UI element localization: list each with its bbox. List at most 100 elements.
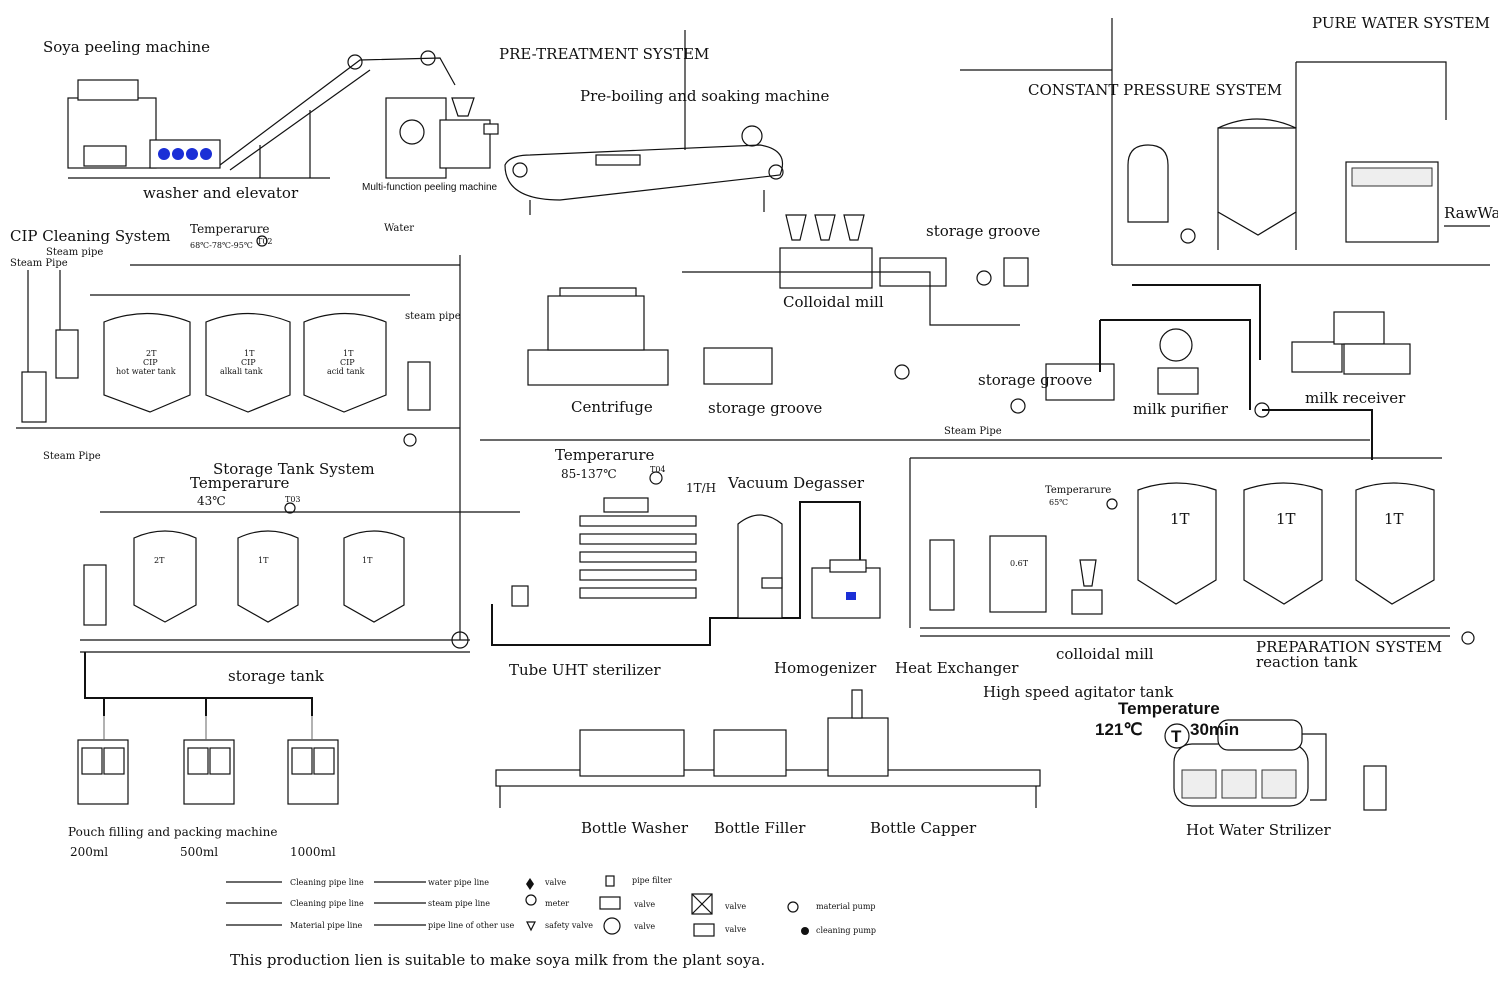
label-st-2t: 2T <box>154 556 165 565</box>
legend-meter: meter <box>545 899 570 908</box>
label-water: Water <box>384 223 415 234</box>
legend-valve-5: valve <box>725 925 747 934</box>
safety-valve-icon <box>526 921 536 932</box>
valve-icon <box>526 878 534 890</box>
label-pre-treatment: PRE-TREATMENT SYSTEM <box>499 45 710 63</box>
label-cip-1t-a: 1T <box>244 349 255 358</box>
legend-cleaning-pipe-2: Cleaning pipe line <box>290 899 364 908</box>
label-acid-tank: acid tank <box>327 367 365 376</box>
label-milk-purifier: milk purifier <box>1133 400 1228 418</box>
legend-valve-2: valve <box>634 900 656 909</box>
legend-steam-pipe: steam pipe line <box>428 899 491 908</box>
label-washer-elevator: washer and elevator <box>143 184 299 202</box>
label-storage-groove-top: storage groove <box>926 222 1041 240</box>
label-st-1t-a: 1T <box>258 556 269 565</box>
label-cip-temp: Temperarure <box>190 222 270 236</box>
label-hws-t: T <box>1171 727 1182 746</box>
legend-valve-3: valve <box>634 922 656 931</box>
valve-cross-icon <box>691 893 713 915</box>
vacuum-degasser <box>737 514 783 619</box>
label-prep-1t-b: 1T <box>1276 510 1296 528</box>
label-hws-time: 30min <box>1190 720 1240 739</box>
label-storage-groove-right: storage groove <box>978 371 1093 389</box>
label-heat-exchanger: Heat Exchanger <box>895 659 1019 677</box>
footer-note: This production lien is suitable to make… <box>230 951 766 969</box>
bottle-line <box>495 689 1041 808</box>
label-reaction-tank: reaction tank <box>1256 653 1358 671</box>
label-storage-temp: Temperarure <box>190 474 290 492</box>
label-cip-1t-b: 1T <box>343 349 354 358</box>
legend-lines <box>226 881 426 926</box>
milk-purifier-receiver <box>1010 284 1411 460</box>
label-soya-peeling: Soya peeling machine <box>43 38 211 56</box>
valve-box-icon <box>599 896 621 910</box>
label-pouch-filling: Pouch filling and packing machine <box>68 825 278 839</box>
multi-function-peeling-machine <box>385 97 499 179</box>
label-bottle-washer: Bottle Washer <box>581 819 689 837</box>
label-pre-boiling: Pre-boiling and soaking machine <box>580 87 830 105</box>
label-vacuum-degasser: Vacuum Degasser <box>728 474 865 492</box>
valve-round-icon <box>603 917 621 935</box>
legend-cleaning-pump: cleaning pump <box>816 926 877 935</box>
label-steam-pipe-a: Steam pipe <box>46 247 104 258</box>
label-pure-water: PURE WATER SYSTEM <box>1312 14 1490 32</box>
label-storage-tank: storage tank <box>228 667 324 685</box>
label-prep-system: PREPARATION SYSTEM <box>1256 638 1443 656</box>
label-st-1t-b: 1T <box>362 556 373 565</box>
label-colloidal-mill-top: Colloidal mill <box>783 293 884 311</box>
constant-pressure-tanks <box>960 18 1490 266</box>
label-cip-temp-range: 68℃-78℃-95℃ <box>190 241 253 250</box>
legend-valve-4: valve <box>725 902 747 911</box>
label-colloidal-mill-low: colloidal mill <box>1056 645 1154 663</box>
hot-water-sterilizer <box>1164 719 1387 811</box>
label-prep-temp-val: 65℃ <box>1049 498 1069 507</box>
label-alkali-tank: alkali tank <box>220 367 263 376</box>
label-hws-temperature: Temperature <box>1118 699 1220 718</box>
legend-water-pipe: water pipe line <box>428 878 490 887</box>
label-cip-2t: 2T <box>146 349 157 358</box>
label-uht-rate: 1T/H <box>686 481 717 495</box>
cleaning-pump-icon <box>801 927 809 935</box>
label-bottle-filler: Bottle Filler <box>714 819 806 837</box>
preparation-system <box>480 439 1475 645</box>
heat-exchanger <box>929 539 955 611</box>
label-milk-receiver: milk receiver <box>1305 389 1406 407</box>
centrifuge-unit <box>527 271 1020 386</box>
colloidal-mill-top <box>779 214 1029 289</box>
label-cip-code-3: CIP <box>340 358 355 367</box>
pouch-filling-machines <box>77 716 339 805</box>
label-sensor-a: T02 <box>257 237 273 246</box>
pre-boiling-soaking-machine <box>504 30 784 215</box>
label-cip-system: CIP Cleaning System <box>10 227 171 245</box>
label-prep-tank-06: 0.6T <box>1010 559 1029 568</box>
label-steam-pipe-c: steam pipe <box>405 311 461 322</box>
label-steam-pipe-e: Steam Pipe <box>944 426 1002 437</box>
label-cip-code-1: CIP <box>143 358 158 367</box>
label-constant-pressure: CONSTANT PRESSURE SYSTEM <box>1028 81 1283 99</box>
legend-other-pipe: pipe line of other use <box>428 921 515 930</box>
label-hot-water-sterilizer: Hot Water Strilizer <box>1186 821 1331 839</box>
label-size-1000: 1000ml <box>290 845 336 859</box>
label-size-200: 200ml <box>70 845 109 859</box>
label-homogenizer: Homogenizer <box>774 659 877 677</box>
label-uht-temp-range: 85-137℃ <box>561 467 617 481</box>
material-pump-icon <box>787 901 799 913</box>
legend-material-pipe: Material pipe line <box>290 921 363 930</box>
cip-system <box>16 235 461 640</box>
label-prep-1t-c: 1T <box>1384 510 1404 528</box>
label-hot-water-tank: hot water tank <box>116 367 176 376</box>
pipe-filter-icon <box>605 875 615 887</box>
homogenizer-unit <box>811 559 881 619</box>
meter-icon <box>525 894 537 906</box>
label-storage-groove-mid: storage groove <box>708 399 823 417</box>
label-centrifuge: Centrifuge <box>571 398 653 416</box>
label-bottle-capper: Bottle Capper <box>870 819 977 837</box>
valve-inline-icon <box>693 923 715 937</box>
label-multi-peeling: Multi-function peeling machine <box>362 182 498 193</box>
storage-tank-system <box>80 502 520 716</box>
label-hws-temp-val: 121℃ <box>1095 720 1143 739</box>
label-tube-uht: Tube UHT sterilizer <box>509 661 661 679</box>
label-prep-temp: Temperarure <box>1045 485 1112 496</box>
